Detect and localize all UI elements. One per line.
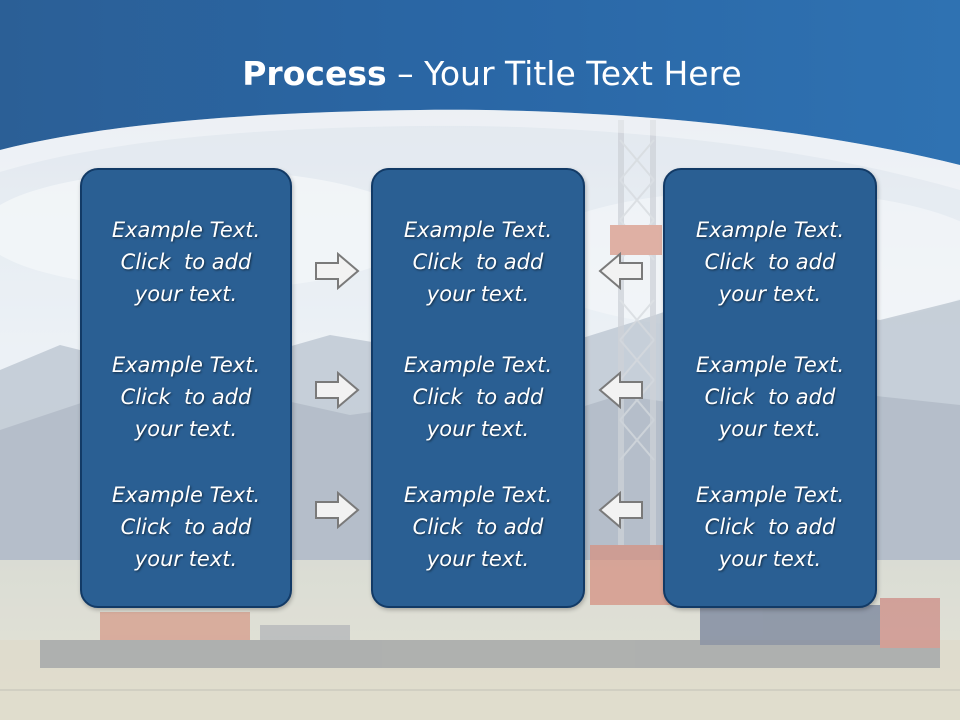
text-line: your text. — [134, 547, 238, 571]
text-line: Example Text. — [403, 483, 553, 507]
text-line: your text. — [718, 417, 822, 441]
text-line: Click to add — [120, 385, 252, 409]
slide-title: Process – Your Title Text Here — [0, 52, 960, 96]
text-line: Example Text. — [111, 218, 261, 242]
text-line: your text. — [718, 282, 822, 306]
text-line: your text. — [718, 547, 822, 571]
text-line: Example Text. — [695, 353, 845, 377]
text-line: Click to add — [412, 385, 544, 409]
text-placeholder[interactable]: Example Text. Click to add your text. — [82, 479, 290, 575]
text-placeholder[interactable]: Example Text. Click to add your text. — [373, 349, 583, 445]
text-placeholder[interactable]: Example Text. Click to add your text. — [373, 214, 583, 310]
title-bold: Process — [242, 54, 387, 93]
text-line: Example Text. — [111, 483, 261, 507]
text-line: Click to add — [120, 515, 252, 539]
text-placeholder[interactable]: Example Text. Click to add your text. — [665, 214, 875, 310]
text-line: your text. — [134, 282, 238, 306]
text-placeholder[interactable]: Example Text. Click to add your text. — [665, 349, 875, 445]
text-line: your text. — [426, 282, 530, 306]
right-arrow-icon[interactable] — [314, 252, 360, 290]
text-placeholder[interactable]: Example Text. Click to add your text. — [373, 479, 583, 575]
text-line: Example Text. — [695, 218, 845, 242]
text-placeholder[interactable]: Example Text. Click to add your text. — [82, 214, 290, 310]
process-box-middle[interactable]: Example Text. Click to add your text. Ex… — [371, 168, 585, 608]
text-line: Click to add — [704, 515, 836, 539]
text-line: your text. — [134, 417, 238, 441]
text-line: Click to add — [120, 250, 252, 274]
process-box-right[interactable]: Example Text. Click to add your text. Ex… — [663, 168, 877, 608]
text-placeholder[interactable]: Example Text. Click to add your text. — [665, 479, 875, 575]
right-arrow-icon[interactable] — [314, 491, 360, 529]
text-line: Click to add — [412, 515, 544, 539]
text-line: Example Text. — [111, 353, 261, 377]
title-rest: – Your Title Text Here — [386, 54, 742, 93]
text-line: Example Text. — [403, 353, 553, 377]
text-line: your text. — [426, 417, 530, 441]
left-arrow-icon[interactable] — [598, 252, 644, 290]
text-line: your text. — [426, 547, 530, 571]
left-arrow-icon[interactable] — [598, 371, 644, 409]
text-line: Click to add — [412, 250, 544, 274]
text-line: Click to add — [704, 385, 836, 409]
text-line: Example Text. — [695, 483, 845, 507]
text-line: Example Text. — [403, 218, 553, 242]
left-arrow-icon[interactable] — [598, 491, 644, 529]
text-placeholder[interactable]: Example Text. Click to add your text. — [82, 349, 290, 445]
right-arrow-icon[interactable] — [314, 371, 360, 409]
text-line: Click to add — [704, 250, 836, 274]
process-box-left[interactable]: Example Text. Click to add your text. Ex… — [80, 168, 292, 608]
